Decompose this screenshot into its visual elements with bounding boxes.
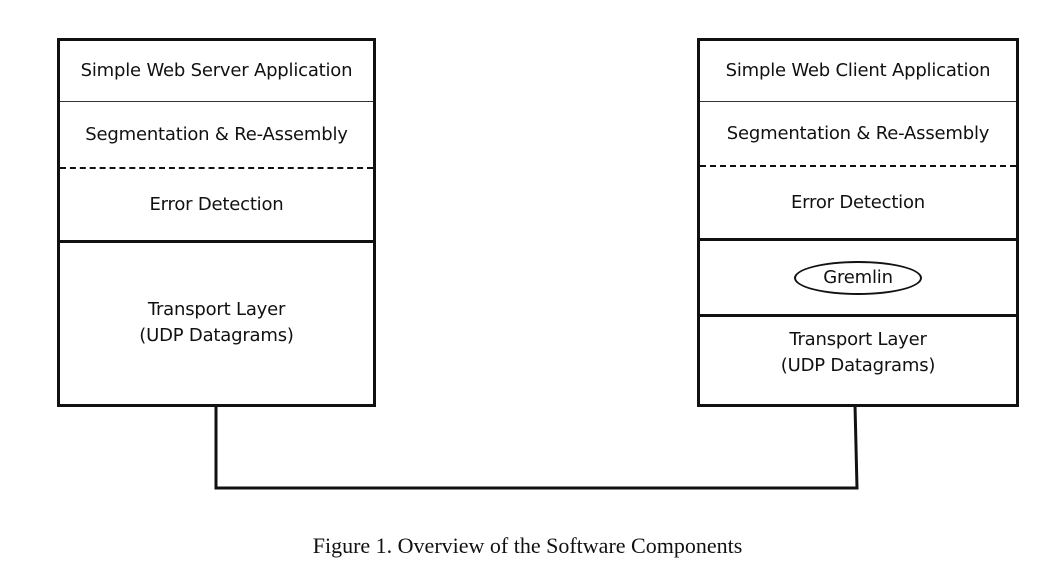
- server-segmentation-layer: Segmentation & Re-Assembly: [60, 102, 373, 167]
- client-error-detection-label: Error Detection: [790, 192, 926, 213]
- divider: [697, 314, 1019, 317]
- server-error-detection-layer: Error Detection: [60, 169, 373, 240]
- gremlin-label: Gremlin: [823, 266, 893, 288]
- server-stack: Simple Web Server Application Segmentati…: [57, 38, 376, 407]
- divider: [700, 101, 1016, 102]
- server-error-detection-label: Error Detection: [149, 193, 284, 215]
- server-application-layer: Simple Web Server Application: [60, 41, 373, 101]
- divider: [60, 101, 373, 102]
- client-stack: Simple Web Client Application Segmentati…: [697, 38, 1019, 407]
- gremlin-oval: Gremlin: [794, 260, 922, 295]
- connection-line: [214, 404, 859, 490]
- client-transport-label: Transport Layer: [789, 329, 927, 350]
- server-transport-sublabel: (UDP Datagrams): [139, 325, 294, 346]
- divider: [57, 240, 376, 243]
- dashed-divider: [60, 167, 373, 169]
- client-application-layer: Simple Web Client Application: [700, 41, 1016, 101]
- client-transport-layer: Transport Layer (UDP Datagrams): [700, 317, 1016, 389]
- client-application-label: Simple Web Client Application: [725, 60, 991, 81]
- client-gremlin-layer: Gremlin: [700, 241, 1016, 314]
- client-segmentation-layer: Segmentation & Re-Assembly: [700, 102, 1016, 165]
- dashed-divider: [700, 165, 1016, 167]
- client-segmentation-label: Segmentation & Re-Assembly: [726, 122, 990, 144]
- divider: [697, 238, 1019, 241]
- server-transport-label: Transport Layer: [147, 299, 286, 320]
- client-error-detection-layer: Error Detection: [700, 167, 1016, 239]
- figure-caption: Figure 1. Overview of the Software Compo…: [312, 533, 743, 558]
- server-application-label: Simple Web Server Application: [80, 60, 353, 81]
- server-segmentation-label: Segmentation & Re-Assembly: [85, 123, 348, 145]
- client-transport-sublabel: (UDP Datagrams): [780, 355, 936, 376]
- server-transport-layer: Transport Layer (UDP Datagrams): [60, 243, 373, 403]
